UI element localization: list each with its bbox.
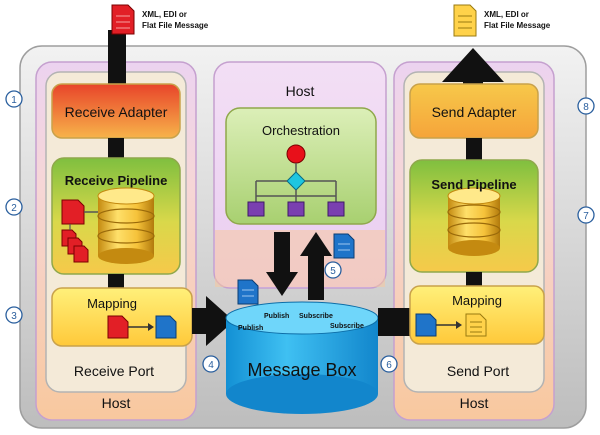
orchestration-box (225, 107, 377, 225)
svg-text:1: 1 (11, 95, 17, 106)
receive-mapping-transform-icon (107, 315, 177, 339)
receive-pipeline-documents-icon (61, 199, 98, 263)
step-2-badge: 2 (5, 198, 23, 216)
receive-pipeline-label: Receive Pipeline (65, 173, 168, 188)
publish-center-label: Publish (264, 313, 289, 320)
message-box-input-document-icon (237, 279, 259, 305)
step-4-badge: 4 (202, 355, 220, 373)
step-5-badge: 5 (324, 261, 342, 279)
receive-database-icon (97, 187, 155, 264)
receive-connector-1 (108, 138, 124, 158)
receive-connector-2 (108, 274, 124, 288)
input-arrow (108, 30, 126, 88)
send-mapping-transform-icon (415, 313, 487, 337)
output-arrow-head (442, 48, 504, 82)
receive-mapping-label: Mapping (87, 296, 137, 311)
orchestration-host-label: Host (286, 83, 315, 99)
step-6-badge: 6 (380, 355, 398, 373)
receive-host-label: Host (102, 395, 131, 411)
send-pipeline-label: Send Pipeline (431, 177, 516, 192)
svg-text:2: 2 (11, 203, 17, 214)
output-message-label-line2: Flat File Message (484, 21, 551, 30)
input-message-label-line1: XML, EDI or (142, 10, 187, 19)
subscribe-arrow-to-send (378, 308, 414, 336)
send-host-label: Host (460, 395, 489, 411)
svg-text:7: 7 (583, 211, 589, 222)
input-message-document-icon (111, 4, 135, 35)
message-box-cylinder (225, 301, 379, 414)
orchestration-flow-icon (247, 144, 345, 217)
publish-left-label: Publish (238, 325, 263, 332)
svg-text:3: 3 (11, 311, 17, 322)
step-3-badge: 3 (5, 306, 23, 324)
orchestration-host-lower (215, 230, 385, 287)
subscribe-down-arrow-shaft (274, 232, 290, 276)
receive-port-label: Receive Port (74, 363, 154, 379)
publish-up-arrow-shaft (308, 252, 324, 300)
input-message-label-line2: Flat File Message (142, 21, 209, 30)
publish-arrow-shaft (192, 308, 210, 334)
message-box-label: Message Box (247, 360, 356, 380)
svg-text:6: 6 (386, 360, 392, 371)
orchestration-label: Orchestration (262, 123, 340, 138)
output-message-document-icon (453, 4, 477, 37)
svg-text:8: 8 (583, 102, 589, 113)
send-connector-1 (466, 138, 482, 160)
publish-arrow-head (206, 296, 234, 346)
subscribe-down-arrow-head (266, 272, 298, 296)
step-7-badge: 7 (577, 206, 595, 224)
send-adapter-label: Send Adapter (432, 104, 517, 120)
receive-adapter-label: Receive Adapter (65, 104, 168, 120)
step-1-badge: 1 (5, 90, 23, 108)
output-message-label-line1: XML, EDI or (484, 10, 529, 19)
svg-text:5: 5 (330, 266, 336, 277)
subscribe-center-label: Subscribe (299, 313, 333, 320)
svg-text:4: 4 (208, 360, 214, 371)
publish-up-arrow-head (300, 232, 332, 256)
subscribe-right-label: Subscribe (330, 323, 364, 330)
orchestration-output-document-icon (333, 233, 355, 259)
step-8-badge: 8 (577, 97, 595, 115)
send-port-label: Send Port (447, 363, 509, 379)
send-database-icon (447, 187, 501, 256)
send-mapping-label: Mapping (452, 293, 502, 308)
send-connector-2 (466, 272, 482, 286)
